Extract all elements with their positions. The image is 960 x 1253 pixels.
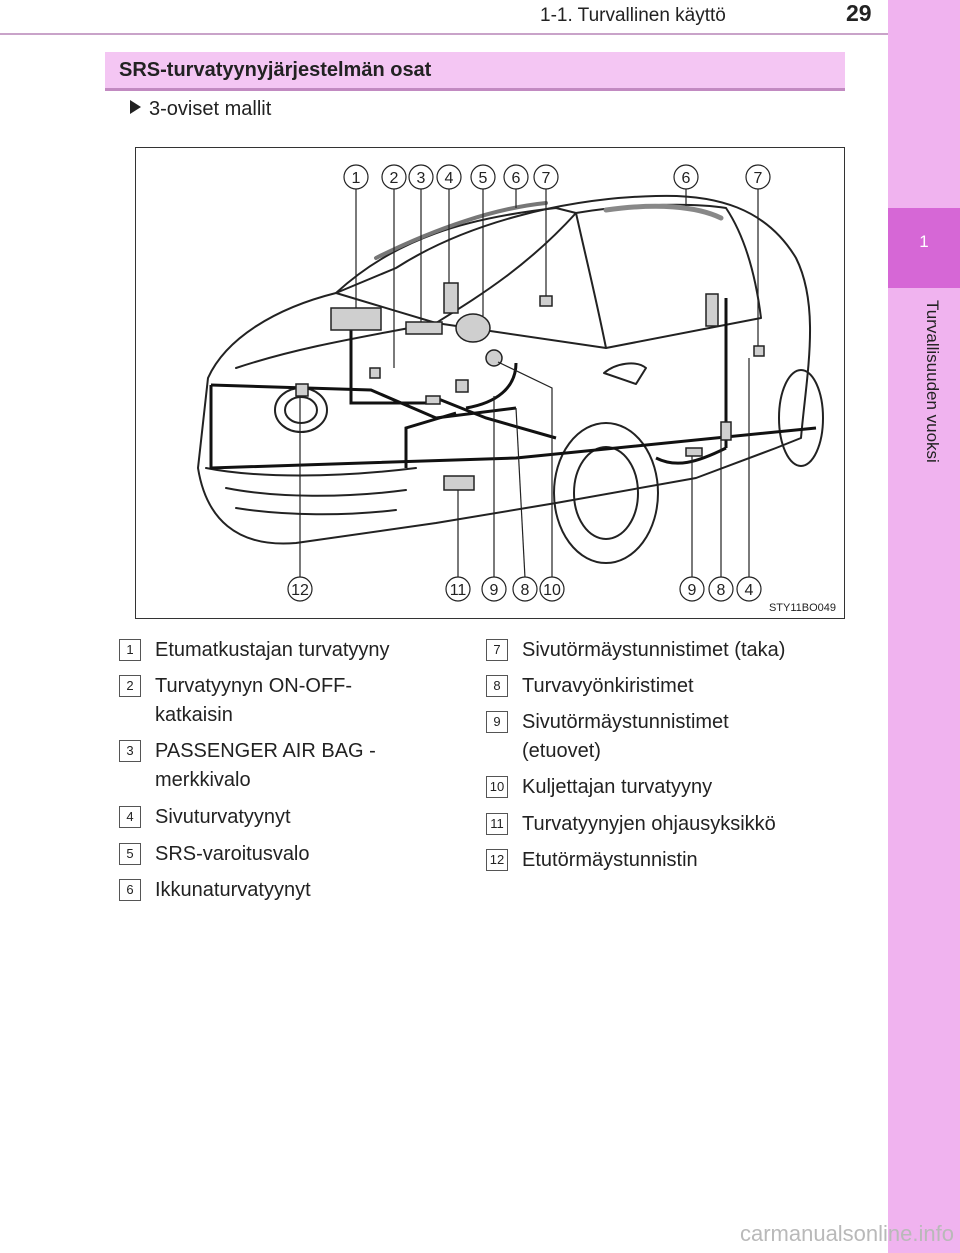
legend-text: Sivuturvatyynyt (155, 806, 291, 828)
legend-item: 1 Etumatkustajan turvatyyny (119, 636, 445, 665)
legend-number: 8 (486, 675, 508, 697)
legend-number: 4 (119, 806, 141, 828)
legend-text: Kuljettajan turvatyyny (522, 776, 713, 798)
triangle-bullet-icon (130, 100, 141, 114)
legend-text: Turvavyönkiristimet (522, 675, 694, 697)
legend-number: 2 (119, 675, 141, 697)
car-illustration: 1 2 3 4 5 6 7 6 7 12 11 9 8 10 9 8 4 (197, 164, 824, 602)
legend-text: Turvatyynyjen ohjausyksikkö (522, 813, 776, 835)
chapter-side-tab: 1 Turvallisuuden vuoksi (888, 0, 960, 1253)
callout-label: 9 (688, 582, 697, 599)
callout-label: 8 (717, 582, 726, 599)
legend-number: 11 (486, 813, 508, 835)
legend-item: 6 Ikkunaturvatyynyt (119, 876, 445, 905)
legend-text: Etutörmäystunnistin (522, 849, 698, 871)
callout-label: 12 (291, 582, 309, 599)
callout-label: 2 (390, 170, 399, 187)
watermark: carmanualsonline.info (739, 1221, 954, 1246)
legend-text: Etumatkustajan turvatyyny (155, 639, 390, 661)
legend-number: 12 (486, 849, 508, 871)
legend-item: 4 Sivuturvatyynyt (119, 803, 445, 832)
section-banner: SRS-turvatyynyjärjestelmän osat (105, 52, 845, 91)
header-rule (0, 33, 888, 35)
callout-label: 9 (490, 582, 499, 599)
legend-number: 5 (119, 843, 141, 865)
legend-number: 6 (119, 879, 141, 901)
legend-item: 8 Turvavyönkiristimet (486, 672, 812, 701)
callout-label: 8 (521, 582, 530, 599)
legend-number: 9 (486, 711, 508, 733)
legend-number: 7 (486, 639, 508, 661)
legend-number: 3 (119, 740, 141, 762)
callout-label: 1 (352, 170, 361, 187)
page-number: 29 (846, 0, 872, 26)
legend-text: Sivutörmäystunnistimet (etuovet) (522, 711, 729, 762)
top-callouts: 1 2 3 4 5 6 7 6 7 (343, 164, 771, 190)
chapter-marker (888, 208, 960, 288)
banner-title: SRS-turvatyynyjärjestelmän osat (119, 59, 432, 81)
callout-label: 5 (479, 170, 488, 187)
callout-label: 7 (754, 170, 763, 187)
legend-text: SRS-varoitusvalo (155, 843, 310, 865)
legend-text: Ikkunaturvatyynyt (155, 879, 311, 901)
legend-item: 11 Turvatyynyjen ohjausyksikkö (486, 810, 812, 839)
callout-label: 11 (450, 582, 467, 599)
legend-item: 2 Turvatyynyn ON-OFF-katkaisin (119, 672, 395, 730)
figure-code: STY11BO049 (768, 602, 836, 614)
chapter-number: 1 (919, 232, 929, 251)
callout-label: 4 (445, 170, 454, 187)
callout-label: 10 (543, 582, 561, 599)
legend-text: Sivutörmäystunnistimet (taka) (522, 639, 786, 661)
model-label: 3-oviset mallit (149, 98, 272, 120)
callout-label: 6 (512, 170, 521, 187)
legend-item: 12 Etutörmäystunnistin (486, 846, 812, 875)
legend-item: 9 Sivutörmäystunnistimet (etuovet) (486, 708, 782, 766)
legend-item: 10 Kuljettajan turvatyyny (486, 773, 812, 802)
legend-number: 10 (486, 776, 508, 798)
chapter-title: Turvallisuuden vuoksi (923, 300, 942, 463)
legend-text: Turvatyynyn ON-OFF-katkaisin (155, 675, 353, 726)
bottom-callouts: 12 11 9 8 10 9 8 4 (287, 576, 762, 602)
legend-item: 5 SRS-varoitusvalo (119, 840, 445, 869)
model-heading: 3-oviset mallit (130, 98, 271, 121)
legend-item: 7 Sivutörmäystunnistimet (taka) (486, 636, 812, 665)
callout-label: 7 (542, 170, 551, 187)
legend-item: 3 PASSENGER AIR BAG -merkkivalo (119, 737, 410, 795)
section-path: 1-1. Turvallinen käyttö (540, 5, 726, 26)
callout-label: 4 (745, 582, 754, 599)
airbag-diagram: 1 2 3 4 5 6 7 6 7 12 11 9 8 10 9 8 4 STY… (135, 147, 845, 619)
legend-number: 1 (119, 639, 141, 661)
legend-text: PASSENGER AIR BAG -merkkivalo (155, 740, 376, 791)
callout-label: 6 (682, 170, 691, 187)
callout-label: 3 (417, 170, 426, 187)
